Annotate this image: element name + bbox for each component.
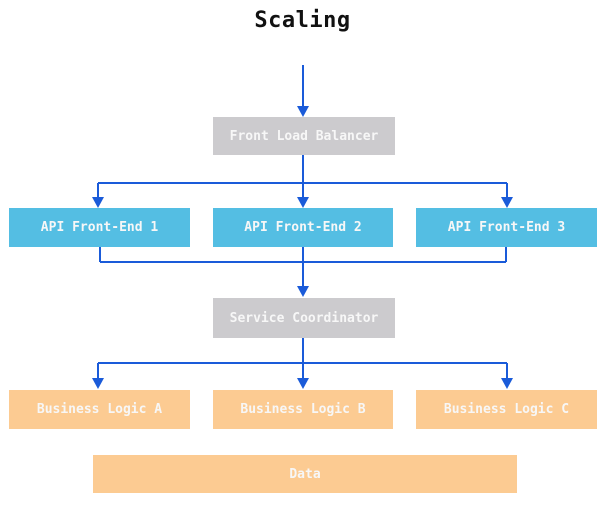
node-business-logic-a-label: Business Logic A [36,402,163,417]
edge-start-to-front-load-balancer [297,65,309,117]
node-business-logic-b-label: Business Logic B [240,402,366,417]
node-api-front-end-1-label: API Front-End 1 [40,220,159,235]
node-service-coordinator: Service Coordinator [213,298,395,338]
node-api-front-end-2-label: API Front-End 2 [244,220,362,235]
node-front-load-balancer: Front Load Balancer [213,117,395,155]
node-data-label: Data [289,466,321,482]
node-api-front-end-2: API Front-End 2 [213,208,393,247]
diagram-title: Scaling [254,8,351,33]
edge-api-front-ends-to-service-coordinator [99,247,507,297]
node-api-front-end-3-label: API Front-End 3 [447,220,566,235]
edge-front-load-balancer-to-api-front-ends [92,155,513,208]
node-api-front-end-1: API Front-End 1 [9,208,190,247]
node-front-load-balancer-label: Front Load Balancer [229,128,379,144]
node-api-front-end-3: API Front-End 3 [416,208,597,247]
node-business-logic-c: Business Logic C [416,390,597,429]
node-business-logic-c-label: Business Logic C [443,402,570,417]
node-business-logic-a: Business Logic A [9,390,190,429]
node-service-coordinator-label: Service Coordinator [229,310,379,326]
edge-service-coordinator-to-business-logic [92,338,513,389]
node-business-logic-b: Business Logic B [213,390,393,429]
node-data: Data [93,455,517,493]
